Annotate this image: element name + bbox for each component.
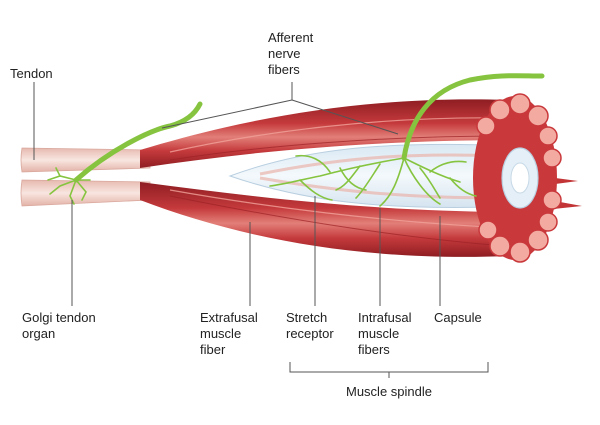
label-afferent-nerve-fibers: Afferent nerve fibers [268,30,314,77]
extrafusal-muscle-bundle [140,99,520,257]
label-muscle-spindle: Muscle spindle [346,384,432,399]
tendon-shape [20,147,151,207]
label-stretch-receptor: Stretch receptor [286,310,334,341]
label-intrafusal-muscle-fibers: Intrafusal muscle fibers [358,310,412,357]
leader-lines [33,82,489,378]
label-golgi-tendon-organ: Golgi tendon organ [22,310,96,341]
label-tendon: Tendon [10,66,53,81]
muscle-cross-section [473,93,562,263]
label-extrafusal-muscle-fiber: Extrafusal muscle fiber [200,310,258,357]
label-capsule: Capsule [434,310,482,325]
